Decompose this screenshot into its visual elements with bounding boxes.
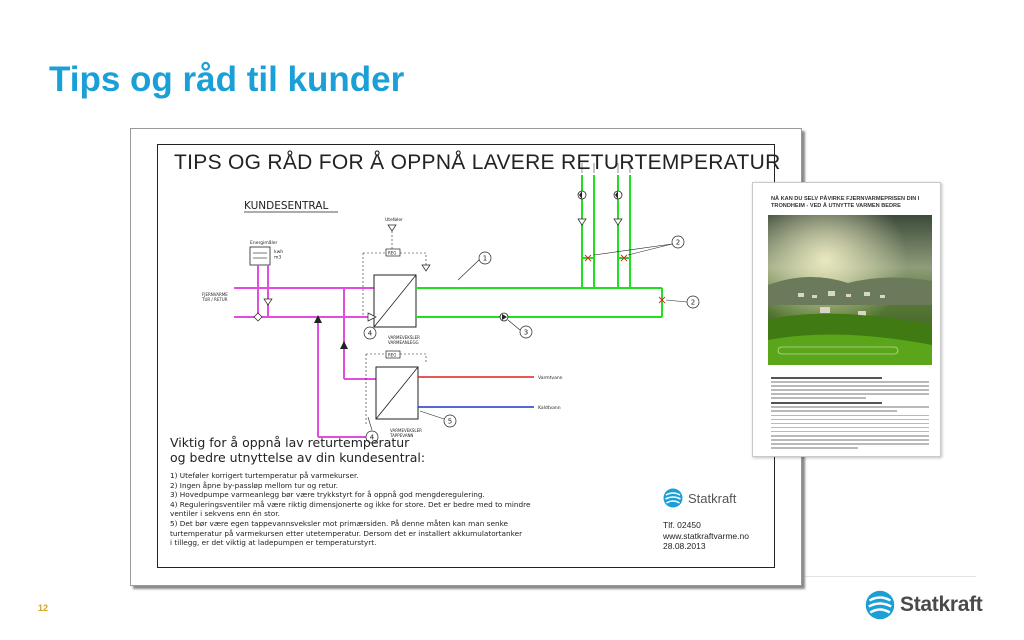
- marker-5: 5: [448, 418, 452, 426]
- page-number: 12: [38, 603, 49, 613]
- controller-label-tapwater: REG: [388, 353, 396, 358]
- sensor-label: Uteføler: [385, 217, 403, 223]
- tips-section: Viktig for å oppnå lav returtemperatur o…: [170, 435, 610, 548]
- cold-water-label: Kaldtvann: [538, 405, 561, 411]
- poster-heading: TIPS OG RÅD FOR Å OPPNÅ LAVERE RETURTEMP…: [174, 151, 781, 174]
- tip-item: 3) Hovedpumpe varmeanlegg bør være trykk…: [170, 490, 485, 500]
- footer-logo-text: Statkraft: [900, 593, 983, 616]
- tips-heading: Viktig for å oppnå lav returtemperatur o…: [170, 435, 426, 465]
- tip-item: 1) Uteføler korrigert turtemperatur på v…: [170, 471, 359, 480]
- statkraft-logo-icon: [663, 488, 683, 508]
- meter-label: Energimåler: [250, 239, 278, 246]
- primary-pipes: [234, 265, 376, 438]
- tip-item: 5) Det bør være egen tappevannsveksler m…: [170, 518, 523, 548]
- secondary-heating-circuit: [416, 175, 663, 318]
- marker-1: 1: [483, 255, 487, 263]
- tip-item: 2) Ingen åpne by-passløp mellom tur og r…: [170, 480, 339, 490]
- brochure-title: NÅ KAN DU SELV PÅVIRKE FJERNVARMEPRISEN …: [771, 196, 920, 209]
- outdoor-sensor-icon: [387, 224, 397, 232]
- contact-website: www.statkraftvarme.no: [663, 530, 749, 541]
- hot-water-label: Varmtvann: [538, 375, 563, 381]
- marker-4a: 4: [368, 330, 373, 338]
- brochure-city-photo: [768, 215, 932, 365]
- marker-2a: 2: [676, 239, 680, 247]
- poster-logo-text: Statkraft: [688, 490, 737, 506]
- brochure-image: NÅ KAN DU SELV PÅVIRKE FJERNVARMEPRISEN …: [752, 182, 941, 457]
- marker-4b: 4: [370, 434, 375, 442]
- tip-item: 4) Reguleringsventiler må være riktig di…: [170, 499, 531, 519]
- tips-list: 1) Uteføler korrigert turtemperatur på v…: [170, 471, 610, 548]
- poster-image: TIPS OG RÅD FOR Å OPPNÅ LAVERE RETURTEMP…: [130, 128, 802, 586]
- controller-label-heating: REG: [388, 251, 396, 256]
- statkraft-footer-logo-icon: [865, 590, 895, 620]
- contact-date: 28.08.2013: [663, 541, 706, 551]
- contact-phone: Tlf. 02450: [663, 520, 701, 530]
- section-label: KUNDESENTRAL: [244, 200, 328, 212]
- marker-2b: 2: [691, 299, 695, 307]
- contact-info: Tlf. 02450 www.statkraftvarme.no 28.08.2…: [663, 520, 773, 552]
- brochure-body-text: [771, 377, 929, 451]
- slide-title: Tips og råd til kunder: [49, 60, 405, 99]
- marker-3: 3: [524, 329, 528, 337]
- poster-frame: TIPS OG RÅD FOR Å OPPNÅ LAVERE RETURTEMP…: [157, 144, 780, 568]
- poster-logo-block: Statkraft Tlf. 02450 www.statkraftvarme.…: [663, 488, 773, 552]
- footer-logo: Statkraft: [865, 590, 983, 620]
- energy-meter: [249, 246, 271, 266]
